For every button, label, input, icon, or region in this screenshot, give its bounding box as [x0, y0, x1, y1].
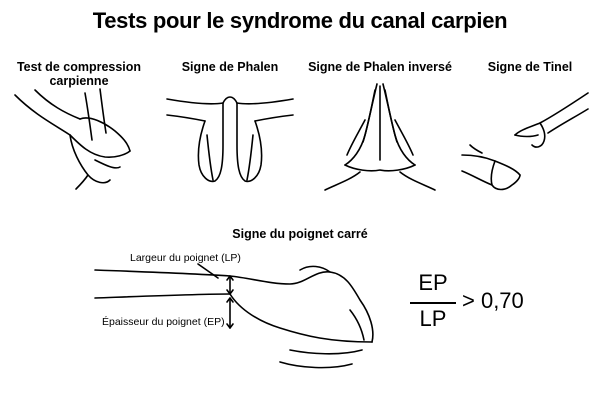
formula-numerator: EP — [418, 270, 448, 295]
ratio-formula: EP LP > 0,70 — [408, 268, 578, 338]
square-wrist-label: Signe du poignet carré — [232, 227, 368, 241]
carpal-compression-illustration — [14, 88, 131, 190]
formula-denominator: LP — [419, 306, 447, 331]
test-label-phalen: Signe de Phalen — [181, 60, 279, 74]
square-wrist-illustration — [94, 263, 374, 369]
wrist-width-label: Largeur du poignet (LP) — [130, 252, 241, 264]
test-label-compression: Test de compression carpienne — [16, 60, 142, 88]
phalen-illustration — [166, 96, 294, 183]
reverse-phalen-illustration — [324, 83, 436, 191]
wrist-thickness-label: Épaisseur du poignet (EP) — [102, 316, 225, 328]
page-title: Tests pour le syndrome du canal carpien — [92, 8, 508, 33]
test-label-reverse-phalen: Signe de Phalen inversé — [308, 60, 452, 74]
fraction-bar — [410, 302, 456, 304]
tinel-illustration — [461, 92, 589, 191]
test-label-tinel: Signe de Tinel — [487, 60, 573, 74]
formula-threshold: > 0,70 — [462, 288, 524, 313]
